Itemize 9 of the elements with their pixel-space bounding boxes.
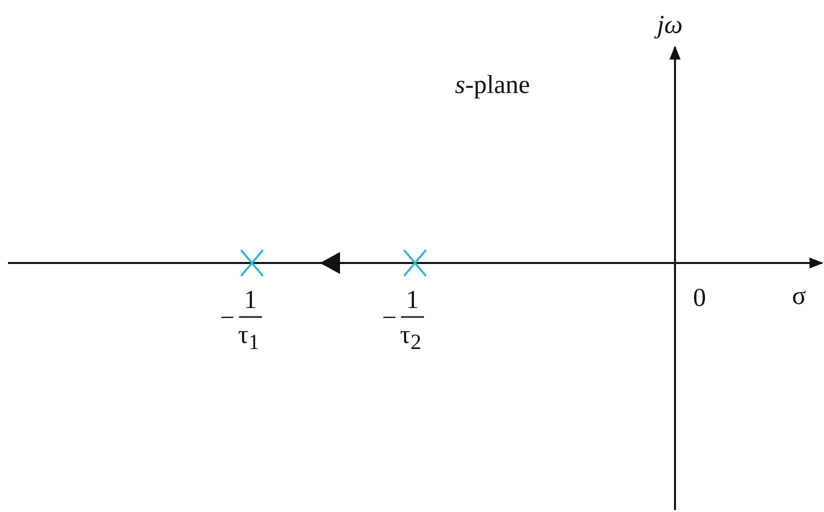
denominator: τ$_{2}$ — [400, 322, 422, 354]
numerator: 1 — [406, 287, 419, 313]
axis-label: σ — [792, 283, 806, 309]
plane-label: s-plane — [455, 72, 530, 98]
numerator: 1 — [244, 287, 257, 313]
minus-sign: − — [220, 305, 235, 331]
origin-label: 0 — [693, 285, 706, 311]
minus-sign: − — [382, 305, 397, 331]
denominator: τ$_{1}$ — [238, 322, 260, 354]
